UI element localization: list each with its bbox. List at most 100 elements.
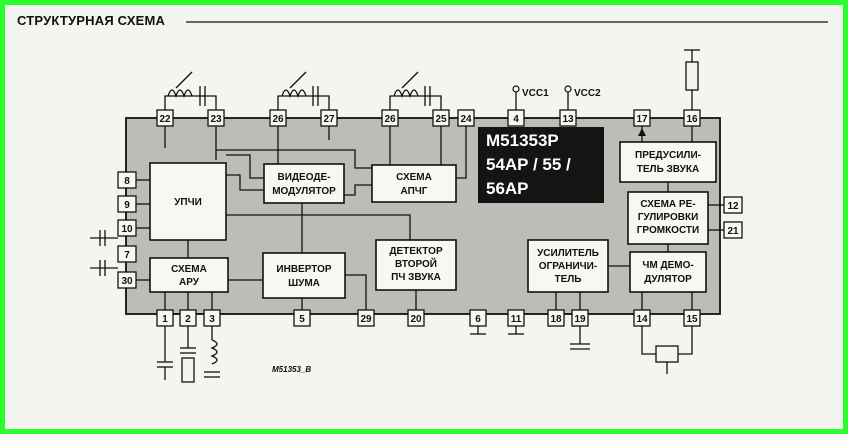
block-aru: СХЕМА АРУ — [149, 257, 229, 293]
block-noise-inverter: ИНВЕРТОР ШУМА — [262, 252, 346, 299]
svg-text:25: 25 — [435, 114, 447, 125]
svg-text:21: 21 — [727, 226, 739, 237]
pin: 17 — [633, 109, 651, 127]
svg-text:3: 3 — [209, 314, 215, 325]
vcc2-terminal — [564, 85, 572, 93]
pin: 23 — [207, 109, 225, 127]
svg-text:20: 20 — [410, 314, 422, 325]
svg-text:ГРОМКОСТИ: ГРОМКОСТИ — [637, 225, 699, 236]
svg-text:УСИЛИТЕЛЬ: УСИЛИТЕЛЬ — [537, 248, 599, 259]
svg-text:1: 1 — [162, 314, 168, 325]
svg-text:ВИДЕОДЕ-: ВИДЕОДЕ- — [278, 172, 331, 183]
svg-text:ПЧ ЗВУКА: ПЧ ЗВУКА — [391, 272, 441, 283]
pin: 19 — [571, 309, 589, 327]
svg-text:ВТОРОЙ: ВТОРОЙ — [395, 257, 437, 270]
pin: 21 — [723, 221, 743, 239]
svg-text:СХЕМА РЕ-: СХЕМА РЕ- — [640, 199, 695, 210]
svg-text:ОГРАНИЧИ-: ОГРАНИЧИ- — [539, 261, 597, 272]
svg-text:19: 19 — [574, 314, 586, 325]
svg-text:29: 29 — [360, 314, 372, 325]
svg-text:АРУ: АРУ — [179, 277, 200, 288]
vcc2-label: VCC2 — [574, 88, 601, 99]
pin: 29 — [357, 309, 375, 327]
svg-text:16: 16 — [686, 114, 698, 125]
block-limiter-amplifier: УСИЛИТЕЛЬ ОГРАНИЧИ- ТЕЛЬ — [527, 239, 609, 293]
svg-text:22: 22 — [159, 114, 171, 125]
svg-text:5: 5 — [299, 314, 305, 325]
block-sound-preamp: ПРЕДУСИЛИ- ТЕЛЬ ЗВУКА — [619, 141, 717, 183]
svg-text:12: 12 — [727, 201, 739, 212]
pin: 16 — [683, 109, 701, 127]
pin: 14 — [633, 309, 651, 327]
svg-text:17: 17 — [636, 114, 648, 125]
svg-text:26: 26 — [272, 114, 284, 125]
svg-text:ПРЕДУСИЛИ-: ПРЕДУСИЛИ- — [635, 150, 701, 161]
svg-text:14: 14 — [636, 314, 648, 325]
svg-text:26: 26 — [384, 114, 396, 125]
pin: 2 — [179, 309, 197, 327]
svg-text:АПЧГ: АПЧГ — [401, 186, 428, 197]
svg-text:6: 6 — [475, 314, 481, 325]
svg-text:9: 9 — [124, 200, 130, 211]
right-pins: 12 21 — [723, 196, 743, 239]
pin: 10 — [117, 219, 137, 237]
chip-line-2: 54AP / 55 / — [486, 155, 571, 174]
svg-text:УПЧИ: УПЧИ — [174, 197, 202, 208]
left-pins: 8 9 10 7 30 — [117, 171, 137, 289]
svg-text:СХЕМА: СХЕМА — [171, 264, 207, 275]
pin: 22 — [156, 109, 174, 127]
svg-text:ТЕЛЬ: ТЕЛЬ — [555, 274, 582, 285]
pin: 5 — [293, 309, 311, 327]
svg-text:ШУМА: ШУМА — [288, 278, 320, 289]
pin: 6 — [469, 309, 487, 327]
pin: 1 — [156, 309, 174, 327]
svg-text:23: 23 — [210, 114, 222, 125]
pin: 15 — [683, 309, 701, 327]
bottom-pins: 1 2 3 5 29 20 6 11 18 19 14 15 — [156, 309, 701, 327]
pin: 27 — [320, 109, 338, 127]
pin: 25 — [432, 109, 450, 127]
pin: 26 — [381, 109, 399, 127]
page-title: СТРУКТУРНАЯ СХЕМА — [17, 13, 166, 28]
svg-text:13: 13 — [562, 114, 574, 125]
block-upchi: УПЧИ — [149, 162, 227, 241]
svg-text:7: 7 — [124, 250, 130, 261]
svg-text:27: 27 — [323, 114, 335, 125]
svg-text:МОДУЛЯТОР: МОДУЛЯТОР — [272, 186, 336, 197]
svg-text:ТЕЛЬ ЗВУКА: ТЕЛЬ ЗВУКА — [637, 164, 699, 175]
pin: 3 — [203, 309, 221, 327]
pin: 24 — [457, 109, 475, 127]
pin: 18 — [547, 309, 565, 327]
figure-code: M51353_B — [272, 365, 311, 374]
svg-text:4: 4 — [513, 114, 519, 125]
pin: 20 — [407, 309, 425, 327]
vcc1-terminal — [512, 85, 520, 93]
svg-text:ДЕТЕКТОР: ДЕТЕКТОР — [389, 246, 443, 257]
svg-text:30: 30 — [121, 276, 133, 287]
chip-label-box — [478, 127, 604, 203]
external-components — [90, 49, 700, 383]
svg-text:10: 10 — [121, 224, 133, 235]
svg-text:11: 11 — [511, 314, 522, 325]
svg-text:15: 15 — [686, 314, 698, 325]
svg-text:2: 2 — [185, 314, 191, 325]
chip-line-3: 56AP — [486, 179, 529, 198]
block-apch: СХЕМА АПЧГ — [371, 164, 457, 203]
block-volume-control: СХЕМА РЕ- ГУЛИРОВКИ ГРОМКОСТИ — [627, 191, 709, 245]
vcc1-label: VCC1 — [522, 88, 549, 99]
chip-line-1: M51353P — [486, 131, 559, 150]
wiring — [136, 92, 724, 335]
svg-text:8: 8 — [124, 176, 130, 187]
pin: 7 — [117, 245, 137, 263]
svg-text:ЧМ ДЕМО-: ЧМ ДЕМО- — [642, 260, 693, 271]
svg-text:ИНВЕРТОР: ИНВЕРТОР — [276, 264, 331, 275]
svg-text:ДУЛЯТОР: ДУЛЯТОР — [644, 274, 692, 285]
top-pins: 22 23 26 27 26 25 24 4 13 17 16 — [156, 109, 701, 127]
pin: 9 — [117, 195, 137, 213]
block-detector: ДЕТЕКТОР ВТОРОЙ ПЧ ЗВУКА — [375, 239, 457, 291]
svg-text:ГУЛИРОВКИ: ГУЛИРОВКИ — [638, 212, 699, 223]
svg-text:24: 24 — [460, 114, 472, 125]
pin: 26 — [269, 109, 287, 127]
block-fm-demodulator: ЧМ ДЕМО- ДУЛЯТОР — [629, 251, 707, 293]
